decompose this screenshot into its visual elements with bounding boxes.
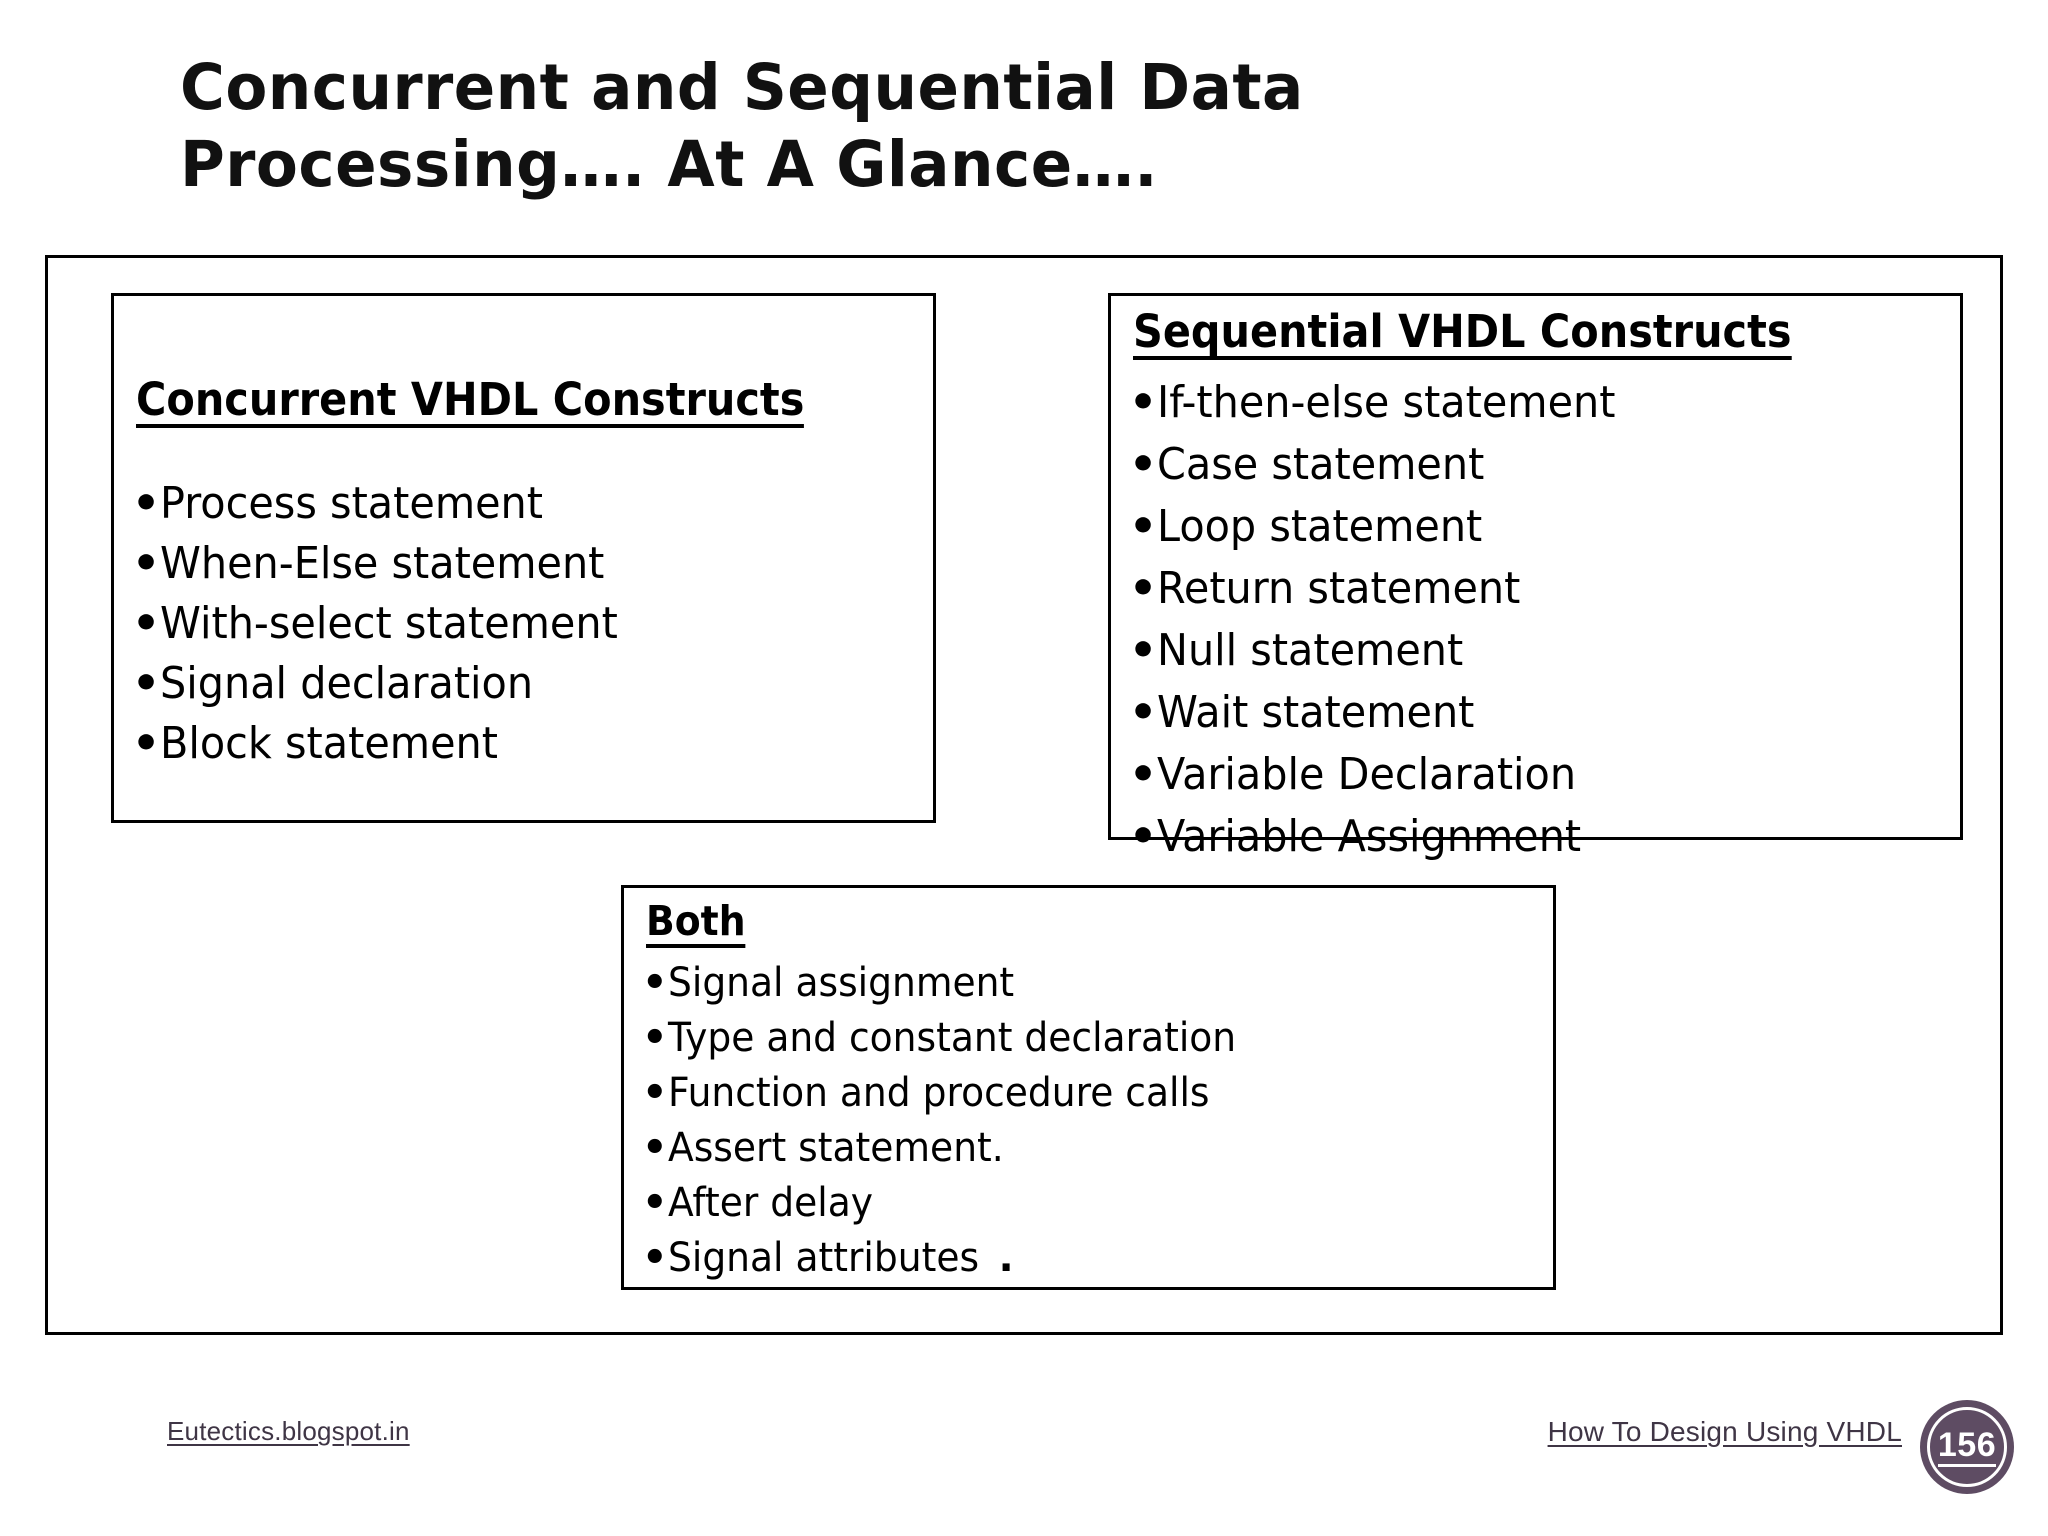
list-item-label: If-then-else statement <box>1157 377 1616 428</box>
bullet-icon: • <box>1129 749 1158 800</box>
list-item: •Type and constant declaration <box>642 1011 1272 1066</box>
list-item-label: Signal declaration <box>160 658 534 709</box>
bullet-icon: • <box>642 1015 668 1061</box>
list-item-label: Return statement <box>1157 563 1521 614</box>
list-item-label: Function and procedure calls <box>667 1070 1210 1116</box>
sequential-constructs-box: Sequential VHDL Constructs •If-then-else… <box>1108 293 1963 862</box>
emphasis-period: . <box>998 1235 1014 1281</box>
list-item-label: Block statement <box>160 718 499 769</box>
list-item: •With-select statement <box>132 594 647 654</box>
list-item: •Block statement <box>132 714 647 774</box>
bullet-icon: • <box>642 1235 668 1281</box>
list-item: •Null statement <box>1129 620 1645 682</box>
concurrent-constructs-heading: Concurrent VHDL Constructs <box>136 376 805 429</box>
list-item: •Process statement <box>132 474 647 534</box>
list-item-label: After delay <box>667 1180 873 1226</box>
list-item: •Variable Declaration <box>1129 744 1645 806</box>
concurrent-constructs-box: Concurrent VHDL Constructs •Process stat… <box>111 293 936 823</box>
list-item: •Return statement <box>1129 558 1645 620</box>
bullet-icon: • <box>1129 625 1158 676</box>
list-item-label: Variable Assignment <box>1157 811 1582 862</box>
list-item-label: Loop statement <box>1157 501 1483 552</box>
concurrent-constructs-list: •Process statement •When-Else statement … <box>132 474 647 774</box>
bullet-icon: • <box>1129 687 1158 738</box>
page-title-line-1: Concurrent and Sequential Data <box>180 51 1304 124</box>
bullet-icon: • <box>1129 811 1158 862</box>
bullet-icon: • <box>132 538 161 589</box>
list-item-label: With-select statement <box>160 598 618 649</box>
list-item-label: Process statement <box>160 478 544 529</box>
bullet-icon: • <box>642 1125 668 1171</box>
list-item-label: Null statement <box>1157 625 1464 676</box>
both-constructs-list: •Signal assignment •Type and constant de… <box>642 956 1272 1286</box>
page-title-line-2: Processing…. At A Glance…. <box>180 127 1158 201</box>
bullet-icon: • <box>132 658 161 709</box>
list-item-label: Type and constant declaration <box>667 1015 1236 1061</box>
both-constructs-heading: Both <box>646 899 746 949</box>
sequential-constructs-heading: Sequential VHDL Constructs <box>1133 308 1792 361</box>
list-item: •Wait statement <box>1129 682 1645 744</box>
list-item-label: Wait statement <box>1157 687 1475 738</box>
list-item: •If-then-else statement <box>1129 372 1645 434</box>
bullet-icon: • <box>132 718 161 769</box>
list-item: •Function and procedure calls <box>642 1066 1272 1121</box>
list-item-label: Signal assignment <box>667 960 1014 1006</box>
list-item: •Signal declaration <box>132 654 647 714</box>
bullet-icon: • <box>642 1180 668 1226</box>
list-item-label: When-Else statement <box>160 538 605 589</box>
page-number: 156 <box>1937 1428 1997 1467</box>
list-item: •Variable Assignment <box>1129 806 1645 868</box>
sequential-constructs-list: •If-then-else statement •Case statement … <box>1129 372 1645 868</box>
bullet-icon: • <box>642 960 668 1006</box>
bullet-icon: • <box>1129 563 1158 614</box>
list-item: •Assert statement. <box>642 1121 1272 1176</box>
bullet-icon: • <box>132 598 161 649</box>
list-item: •When-Else statement <box>132 534 647 594</box>
bullet-icon: • <box>1129 501 1158 552</box>
list-item-label: Signal attributes <box>667 1235 979 1281</box>
list-item: •Case statement <box>1129 434 1645 496</box>
list-item-label: Assert statement. <box>667 1125 1004 1171</box>
list-item: •Signal attributes. <box>642 1231 1272 1286</box>
deck-title-link[interactable]: How To Design Using VHDL <box>1547 1416 1902 1447</box>
page-number-badge: 156 <box>1920 1400 2014 1494</box>
content-frame: Concurrent VHDL Constructs •Process stat… <box>45 255 2003 1335</box>
list-item: •After delay <box>642 1176 1272 1231</box>
blog-link[interactable]: Eutectics.blogspot.in <box>167 1416 410 1446</box>
list-item-label: Case statement <box>1157 439 1485 490</box>
list-item: •Loop statement <box>1129 496 1645 558</box>
list-item-label: Variable Declaration <box>1157 749 1577 800</box>
page-title: Concurrent and Sequential Data Processin… <box>180 50 1635 204</box>
both-constructs-box: Both •Signal assignment •Type and consta… <box>621 885 1556 1290</box>
bullet-icon: • <box>642 1070 668 1116</box>
bullet-icon: • <box>1129 377 1158 428</box>
bullet-icon: • <box>1129 439 1158 490</box>
bullet-icon: • <box>132 478 161 529</box>
list-item: •Signal assignment <box>642 956 1272 1011</box>
